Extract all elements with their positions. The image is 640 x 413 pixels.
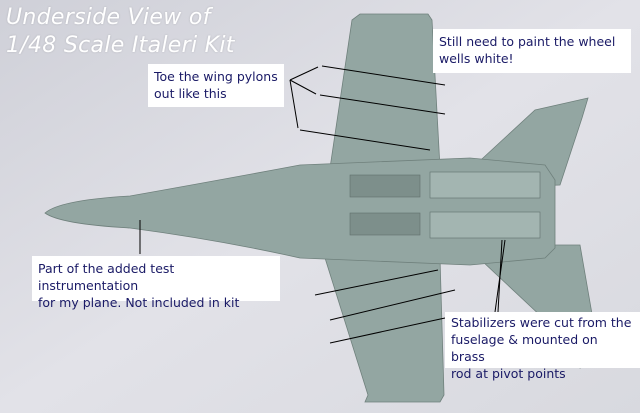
note-line: for my plane. Not included in kit	[38, 295, 240, 310]
note-line: fuselage & mounted on brass	[451, 332, 598, 364]
note-line: Part of the added test instrumentation	[38, 261, 175, 293]
upper-wheel-well	[349, 174, 421, 198]
note-line: out like this	[154, 86, 227, 101]
page-title: Underside View of 1/48 Scale Italeri Kit	[6, 4, 235, 60]
lower-wheel-well	[349, 212, 421, 236]
note-line: rod at pivot points	[451, 366, 566, 381]
note-instrumentation: Part of the added test instrumentation f…	[32, 256, 280, 310]
fuselage	[44, 157, 556, 266]
title-line-2: 1/48 Scale Italeri Kit	[6, 33, 235, 58]
title-line-1: Underside View of	[6, 5, 211, 30]
note-stabilizers: Stabilizers were cut from the fuselage &…	[445, 312, 640, 381]
note-line: Toe the wing pylons	[154, 69, 278, 84]
note-pylons: Toe the wing pylons out like this	[148, 64, 284, 107]
note-line: wells white!	[439, 51, 514, 66]
upper-engine-nacelle	[429, 171, 541, 199]
note-line: Still need to paint the wheel	[439, 34, 616, 49]
lower-engine-nacelle	[429, 211, 541, 239]
annotation-lines	[139, 65, 506, 344]
note-wheel-wells: Still need to paint the wheel wells whit…	[433, 29, 631, 73]
note-line: Stabilizers were cut from the	[451, 315, 632, 330]
